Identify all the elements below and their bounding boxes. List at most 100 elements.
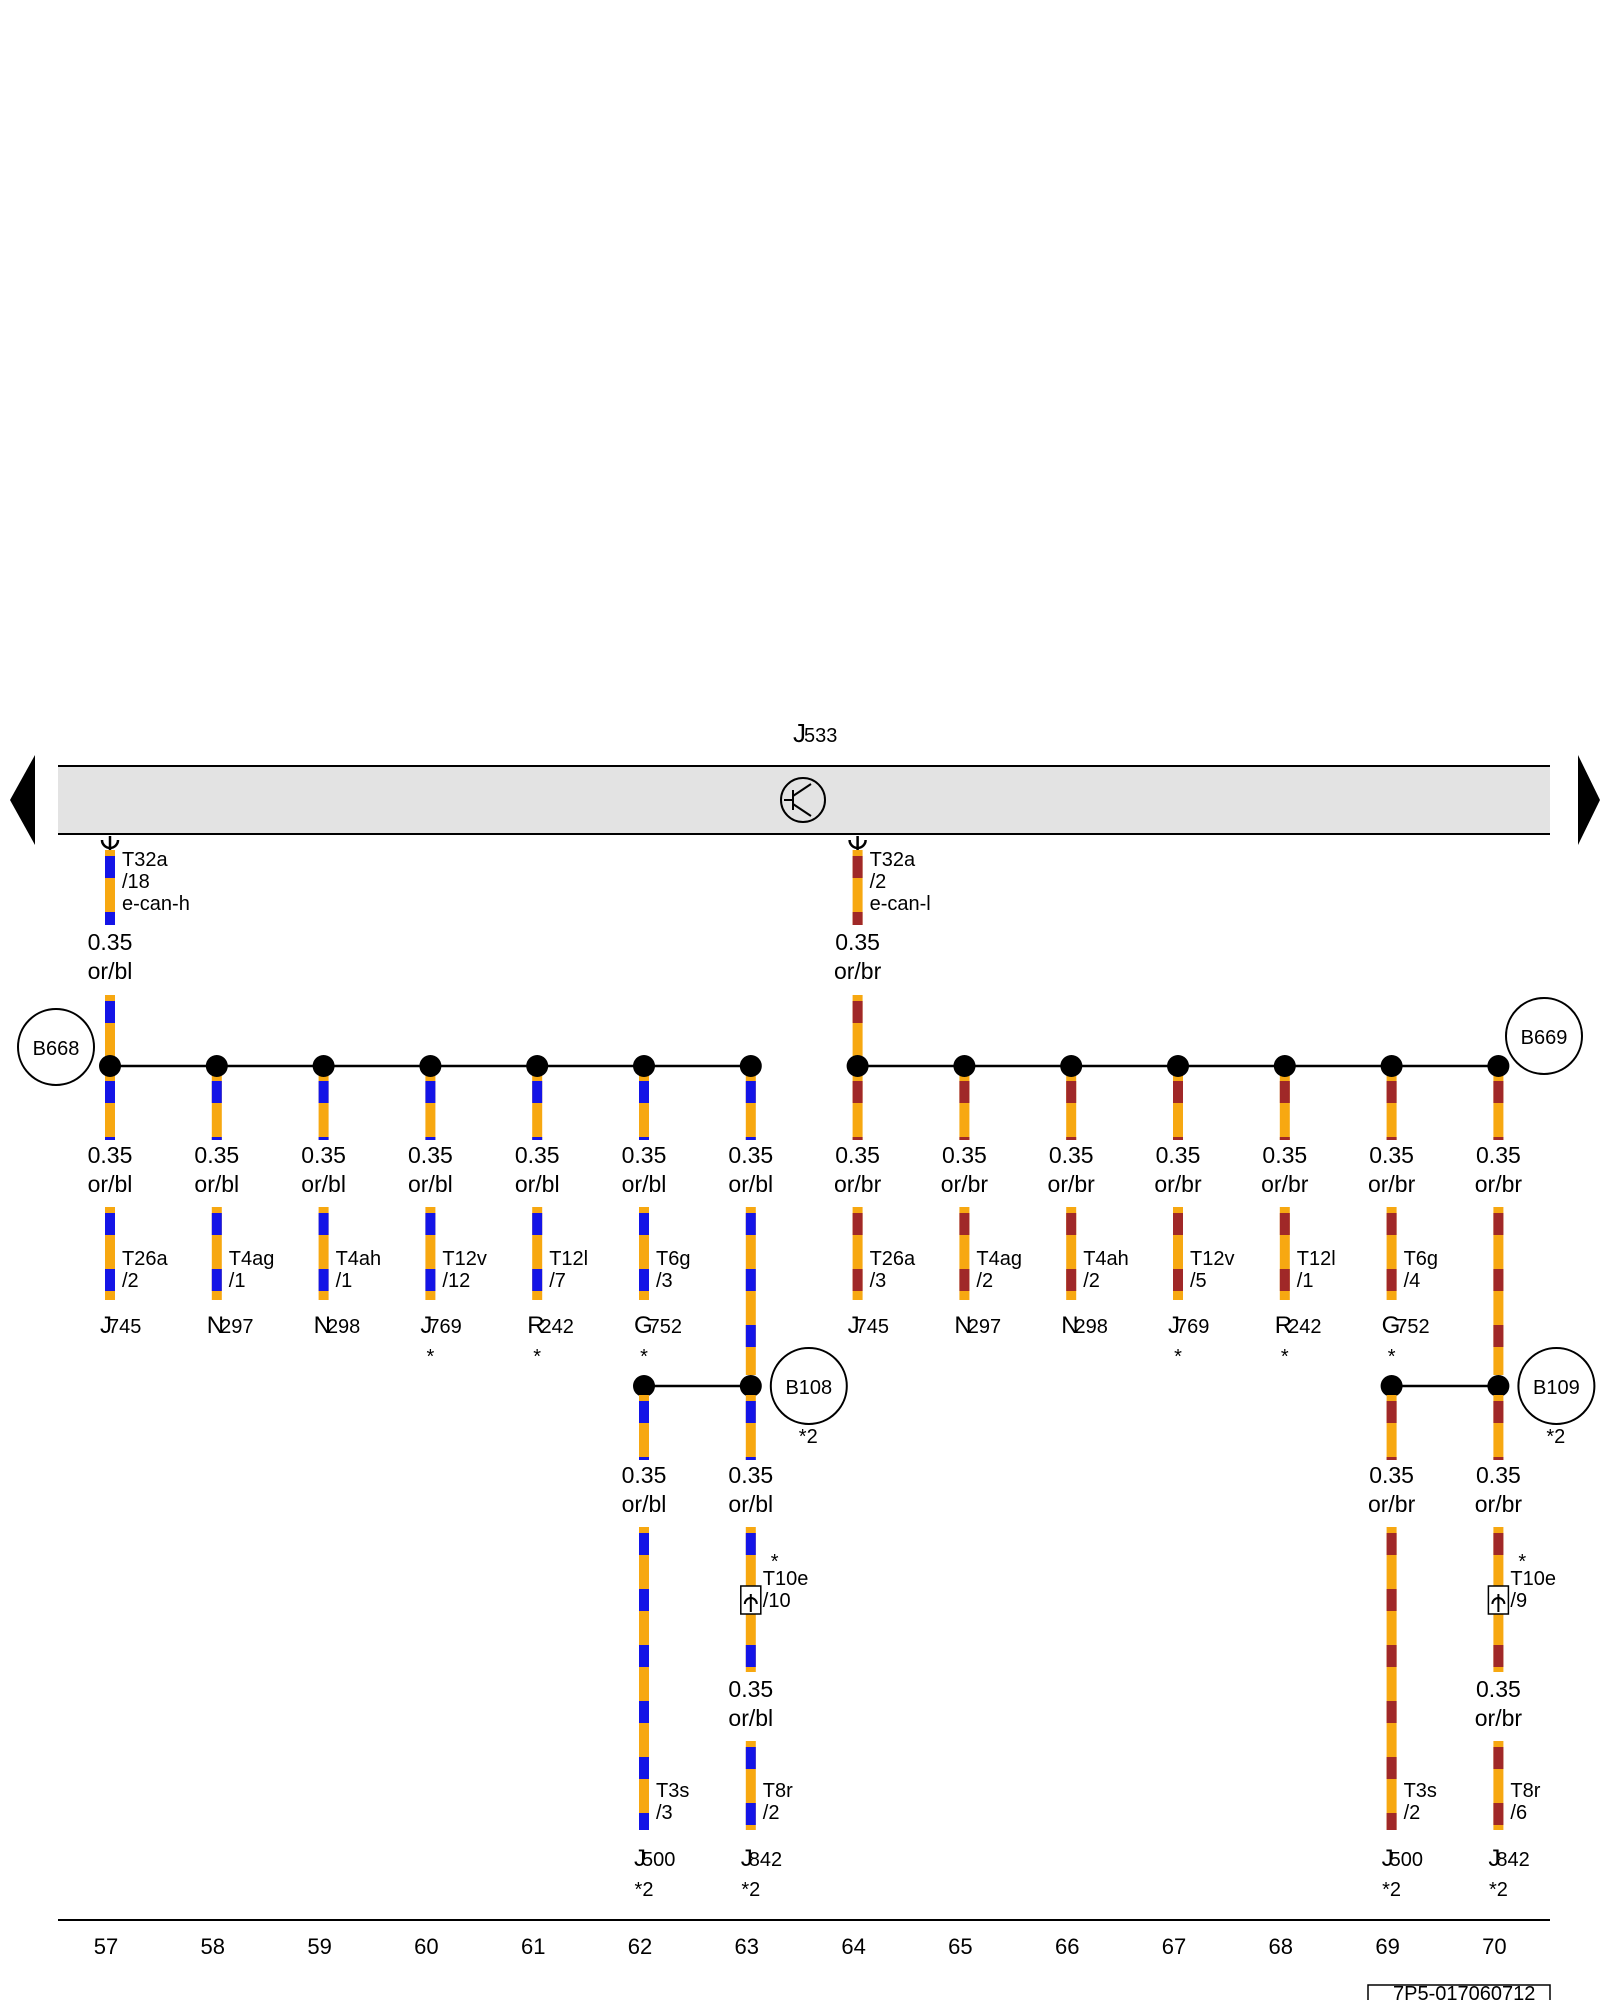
wire-stripe	[211, 1137, 222, 1140]
wire-stripe	[1066, 1137, 1077, 1140]
component-R242: R242	[527, 1312, 574, 1339]
wire-color-label: or/bl	[728, 1171, 773, 1197]
connector-pin: /3	[656, 1270, 673, 1292]
component-N297: N297	[954, 1312, 1001, 1339]
splice-node	[419, 1055, 442, 1077]
wire-base	[105, 1075, 115, 1140]
column-number: 70	[1482, 1934, 1506, 1959]
column-number: 59	[307, 1934, 331, 1959]
lower-wire-long	[639, 1527, 649, 1830]
component-J500: J500	[634, 1845, 675, 1872]
wire-base	[959, 1207, 970, 1300]
wire-trunk-e-can-h	[105, 995, 115, 1065]
wire-stripe	[852, 856, 863, 878]
splice-node	[739, 1055, 762, 1077]
component-J745: J745	[100, 1312, 141, 1339]
component-N298: N298	[314, 1312, 361, 1339]
through-wire-lower	[1493, 1207, 1504, 1375]
wire-stripe	[959, 1081, 970, 1103]
wire-stripe	[1279, 1081, 1290, 1103]
branch-connector: T12l/7	[549, 1248, 588, 1292]
wire-stripe	[1386, 1269, 1397, 1291]
wire-stripe	[1173, 1137, 1183, 1140]
connector-pin: /3	[870, 1270, 887, 1292]
wire-stripe	[425, 1137, 436, 1140]
branch-wire-lower	[105, 1207, 115, 1300]
wire-base	[852, 1207, 863, 1300]
wire-color-label: or/bl	[88, 958, 133, 984]
splice-node	[633, 1375, 655, 1397]
lower-wire-upper	[745, 1395, 756, 1460]
component-J500: J500	[1382, 1845, 1423, 1872]
column-number: 66	[1055, 1934, 1079, 1959]
top-connector-e-can-l: T32a/2e-can-l	[870, 849, 931, 915]
wire-stripe	[211, 1269, 222, 1291]
wire-base	[211, 1075, 222, 1140]
wire-base	[105, 850, 115, 925]
wire-stripe	[852, 1137, 863, 1140]
branch-wire-lower	[425, 1207, 436, 1300]
connector-pin: /1	[336, 1270, 353, 1292]
through-wire-lower	[745, 1207, 756, 1375]
top-connector-signal: e-can-l	[870, 893, 931, 915]
branch-connector: T4ah/2	[1083, 1248, 1129, 1292]
next-page-arrow-icon[interactable]	[1578, 755, 1600, 845]
splice-node	[205, 1055, 228, 1077]
wire-stripe	[1066, 1213, 1077, 1235]
column-number: 58	[201, 1934, 225, 1959]
wire-stripe	[318, 1137, 329, 1140]
inline-connector-id: T10e	[763, 1568, 809, 1590]
splice-node	[739, 1375, 762, 1397]
branch-connector: T4ag/2	[976, 1248, 1022, 1292]
component-note: *2	[1382, 1879, 1401, 1901]
connector-id: T3s	[1404, 1780, 1437, 1802]
wire-color-label: or/bl	[88, 1171, 133, 1197]
wire-trunk-e-can-l	[852, 995, 863, 1065]
wire-stripe	[745, 1747, 756, 1769]
wire-stripe	[532, 1137, 543, 1140]
lower-wire-bottom	[1493, 1741, 1504, 1830]
wire-size-label: 0.35	[408, 1142, 453, 1168]
branch-wire-lower	[1066, 1207, 1077, 1300]
wire-color-label: or/br	[941, 1171, 989, 1197]
connector-id: T12l	[549, 1248, 588, 1270]
component-J745: J745	[848, 1312, 889, 1339]
component-note: *2	[635, 1879, 654, 1901]
branch-connector: T4ah/1	[336, 1248, 382, 1292]
wire-size-label: 0.35	[88, 929, 133, 955]
wire-stripe	[211, 1081, 222, 1103]
wire-base	[105, 1207, 115, 1300]
wire-top-e-can-h	[105, 850, 115, 925]
column-number: 61	[521, 1934, 545, 1959]
component-G752: G752	[634, 1312, 682, 1339]
wire-size-label: 0.35	[301, 1142, 346, 1168]
branch-wire-upper	[425, 1075, 436, 1140]
wire-stripe	[318, 1081, 329, 1103]
connector-id: T8r	[1510, 1780, 1540, 1802]
component-note: *	[1174, 1346, 1182, 1368]
component-note: *	[427, 1346, 435, 1368]
wire-stripe	[639, 1081, 649, 1103]
branch-wire-lower	[318, 1207, 329, 1300]
wire-size-label: 0.35	[194, 1142, 239, 1168]
wire-stripe	[745, 1137, 756, 1140]
wire-base	[318, 1075, 329, 1140]
wire-size-label: 0.35	[728, 1142, 773, 1168]
column-number: 69	[1375, 1934, 1399, 1959]
doc-id: 7P5-017060712	[1393, 1983, 1535, 2000]
connector-id: T4ag	[229, 1248, 275, 1270]
wire-stripe	[1386, 1589, 1397, 1611]
connector-id: T4ag	[976, 1248, 1022, 1270]
prev-page-arrow-icon[interactable]	[10, 755, 35, 845]
wire-stripe	[852, 1001, 863, 1023]
wire-size-label: 0.35	[622, 1462, 667, 1488]
lower-wire-long	[1386, 1527, 1397, 1830]
component-note: *	[533, 1346, 541, 1368]
wire-base	[1279, 1075, 1290, 1140]
wire-color-label: or/br	[1261, 1171, 1309, 1197]
